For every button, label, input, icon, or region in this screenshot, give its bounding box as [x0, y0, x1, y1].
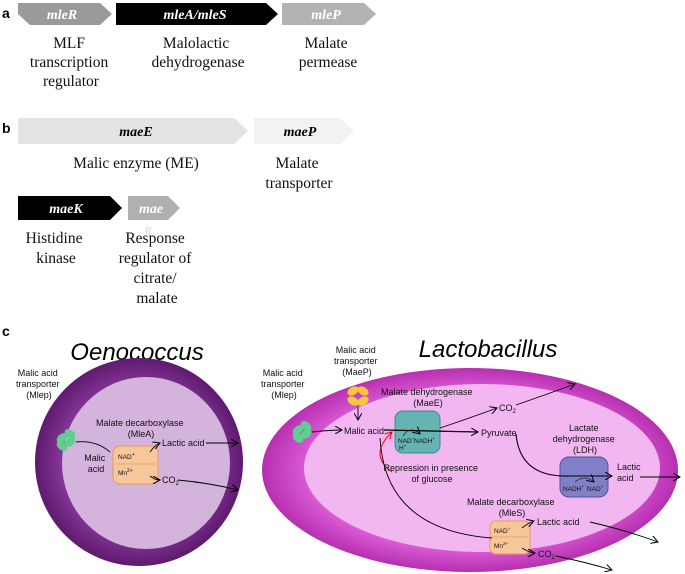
transporter-subunit: [300, 429, 312, 439]
ldh-cofactor-arrow: [574, 478, 594, 482]
lactobacillus-maee-nad: NAD+: [398, 436, 415, 445]
lactobacillus-arrow-mlep-uptake: [311, 430, 342, 432]
oenococcus-cofactor-nad: NAD+: [118, 452, 135, 461]
gene-label-mae-overlap-mark: R: [143, 225, 151, 237]
lactobacillus-arrow-co2-bottom-out: [555, 555, 612, 570]
gene-label-mleA-mleS: mleA/mleS: [164, 8, 227, 23]
gene-label-mleP: mleP: [311, 8, 341, 23]
oenococcus-transporter-protein: [56, 429, 76, 451]
oenococcus-substrate-label: Malic acid: [84, 453, 108, 474]
transporter-subunit: [300, 421, 312, 431]
lactobacillus-transporter-left-label: Malic acid transporter (Mlep): [261, 368, 307, 400]
lactobacillus-mles-mn: Mn2+: [494, 541, 509, 550]
panel-label-c: c: [2, 323, 10, 339]
gene-arrow-mleR: [18, 3, 112, 25]
gene-maeP: maeP: [254, 118, 354, 144]
transporter-subunit: [357, 396, 369, 406]
lactobacillus-arrow-lactic-bottom-out: [589, 521, 658, 542]
gene-arrow-mae: [128, 196, 180, 220]
gene-label-mleR: mleR: [47, 8, 77, 23]
gene-desc-mleP: Malate permease: [299, 35, 358, 71]
lactobacillus-lactic-bottom: Lactic acid: [537, 517, 580, 527]
transporter-subunit: [347, 396, 359, 406]
gene-desc-mae: Response regulator of citrate/ malate: [119, 230, 196, 307]
gene-arrow-maeK: [18, 196, 122, 220]
lactobacillus-arrow-to-pyruvate: [383, 430, 478, 432]
panel-label-b: b: [2, 120, 11, 136]
oenococcus-arrow-co2-out: [177, 479, 238, 490]
lactobacillus-maee-h: H+: [399, 443, 407, 452]
lactobacillus-pyruvate: Pyruvate: [481, 428, 517, 438]
oenococcus-lactic-acid: Lactic acid: [162, 438, 205, 448]
gene-label-maeE: maeE: [119, 125, 152, 140]
gene-arrow-mleA-mleS: [116, 3, 278, 25]
gene-desc-maeE: Malic enzyme (ME): [73, 155, 199, 172]
lactobacillus-mles-nad: NAD+: [494, 526, 511, 535]
oenococcus-co2: CO2: [162, 475, 180, 487]
lactobacillus-malic-acid: Malic acid: [344, 426, 384, 436]
lactobacillus-arrow-to-mles: [379, 437, 493, 539]
transporter-subunit: [292, 425, 304, 435]
lactobacillus-maee-nadh: NADH+: [414, 436, 435, 445]
gene-mleP: mleP: [282, 3, 376, 25]
lactobacillus-repression-label: Repression in presence of glucose: [383, 463, 480, 484]
lactobacillus-transporter-top-label: Malic acid transporter (MaeP): [334, 345, 380, 377]
transporter-subunit: [64, 429, 76, 439]
gene-desc-mleA-mleS: Malolactic dehydrogenase: [152, 35, 245, 71]
lactobacillus-mlep-protein: [292, 421, 312, 443]
gene-arrow-maeE: [18, 118, 248, 144]
gene-desc-maeK: Histidine kinase: [26, 230, 87, 267]
transporter-subunit: [56, 433, 68, 443]
lactobacillus-repression-arrow: [379, 432, 392, 473]
gene-mae: mae R: [128, 196, 180, 237]
gene-desc-maeP: Malate transporter: [265, 155, 333, 192]
transporter-subunit: [56, 441, 68, 451]
panel-label-a: a: [2, 5, 10, 21]
lactobacillus-title: Lactobacillus: [419, 336, 558, 363]
lactobacillus-ldh-nad: NAD+: [587, 484, 604, 493]
lactobacillus-ldh-label: Lactate dehydrogenase (LDH): [553, 423, 618, 455]
transporter-subunit: [292, 433, 304, 443]
oenococcus-transporter-label: Malic acid transporter (Mlep): [16, 368, 62, 400]
oenococcus-enzyme-box: [112, 445, 159, 485]
oenococcus-cofactor-mn: Mn2+: [118, 468, 133, 477]
lactobacillus-mles-label: Malate decarboxylase (MleS): [467, 497, 557, 518]
oenococcus-enzyme-label: Malate decarboxylase (MleA): [96, 418, 186, 439]
transporter-subunit: [357, 386, 369, 396]
gene-mleA-mleS: mleA/mleS: [116, 3, 278, 25]
lactobacillus-co2-bottom: CO2: [538, 549, 556, 561]
lactobacillus-co2-top: CO2: [499, 403, 517, 415]
oenococcus-arrow-co2: [149, 475, 160, 480]
lactobacillus-arrow-mles-lactic: [521, 521, 534, 529]
lactobacillus-arrow-mles-co2: [521, 547, 535, 553]
lactobacillus-maee-label: Malate dehydrogenase (MaeE): [381, 387, 475, 408]
oenococcus-arrow-lactic: [149, 443, 160, 453]
gene-arrow-maeP: [254, 118, 354, 144]
gene-label-maeK: maeK: [49, 202, 84, 217]
gene-maeK: maeK: [18, 196, 122, 220]
gene-label-maeP: maeP: [284, 125, 317, 140]
gene-arrow-mleP: [282, 3, 376, 25]
lactobacillus-ldh-nadh: NADH+: [563, 484, 584, 493]
lactobacillus-arrow-co2-top-out: [515, 384, 575, 406]
lactobacillus-lactic-right: Lactic acid: [617, 462, 643, 483]
lactobacillus-cell: [262, 368, 678, 572]
lactobacillus-maep-protein: [347, 386, 369, 406]
oenococcus-arrow-uptake: [75, 441, 111, 453]
lactobacillus-cytoplasm: [304, 384, 660, 552]
transporter-subunit: [64, 437, 76, 447]
gene-desc-mleR: MLF transcription regulator: [30, 35, 112, 90]
gene-label-mae: mae: [139, 202, 163, 217]
gene-mleR: mleR: [18, 3, 112, 25]
lactobacillus-arrow-co2-top: [439, 408, 497, 429]
lactobacillus-arrow-to-lactic: [515, 433, 612, 476]
gene-maeE: maeE: [18, 118, 248, 144]
transporter-subunit: [347, 386, 359, 396]
